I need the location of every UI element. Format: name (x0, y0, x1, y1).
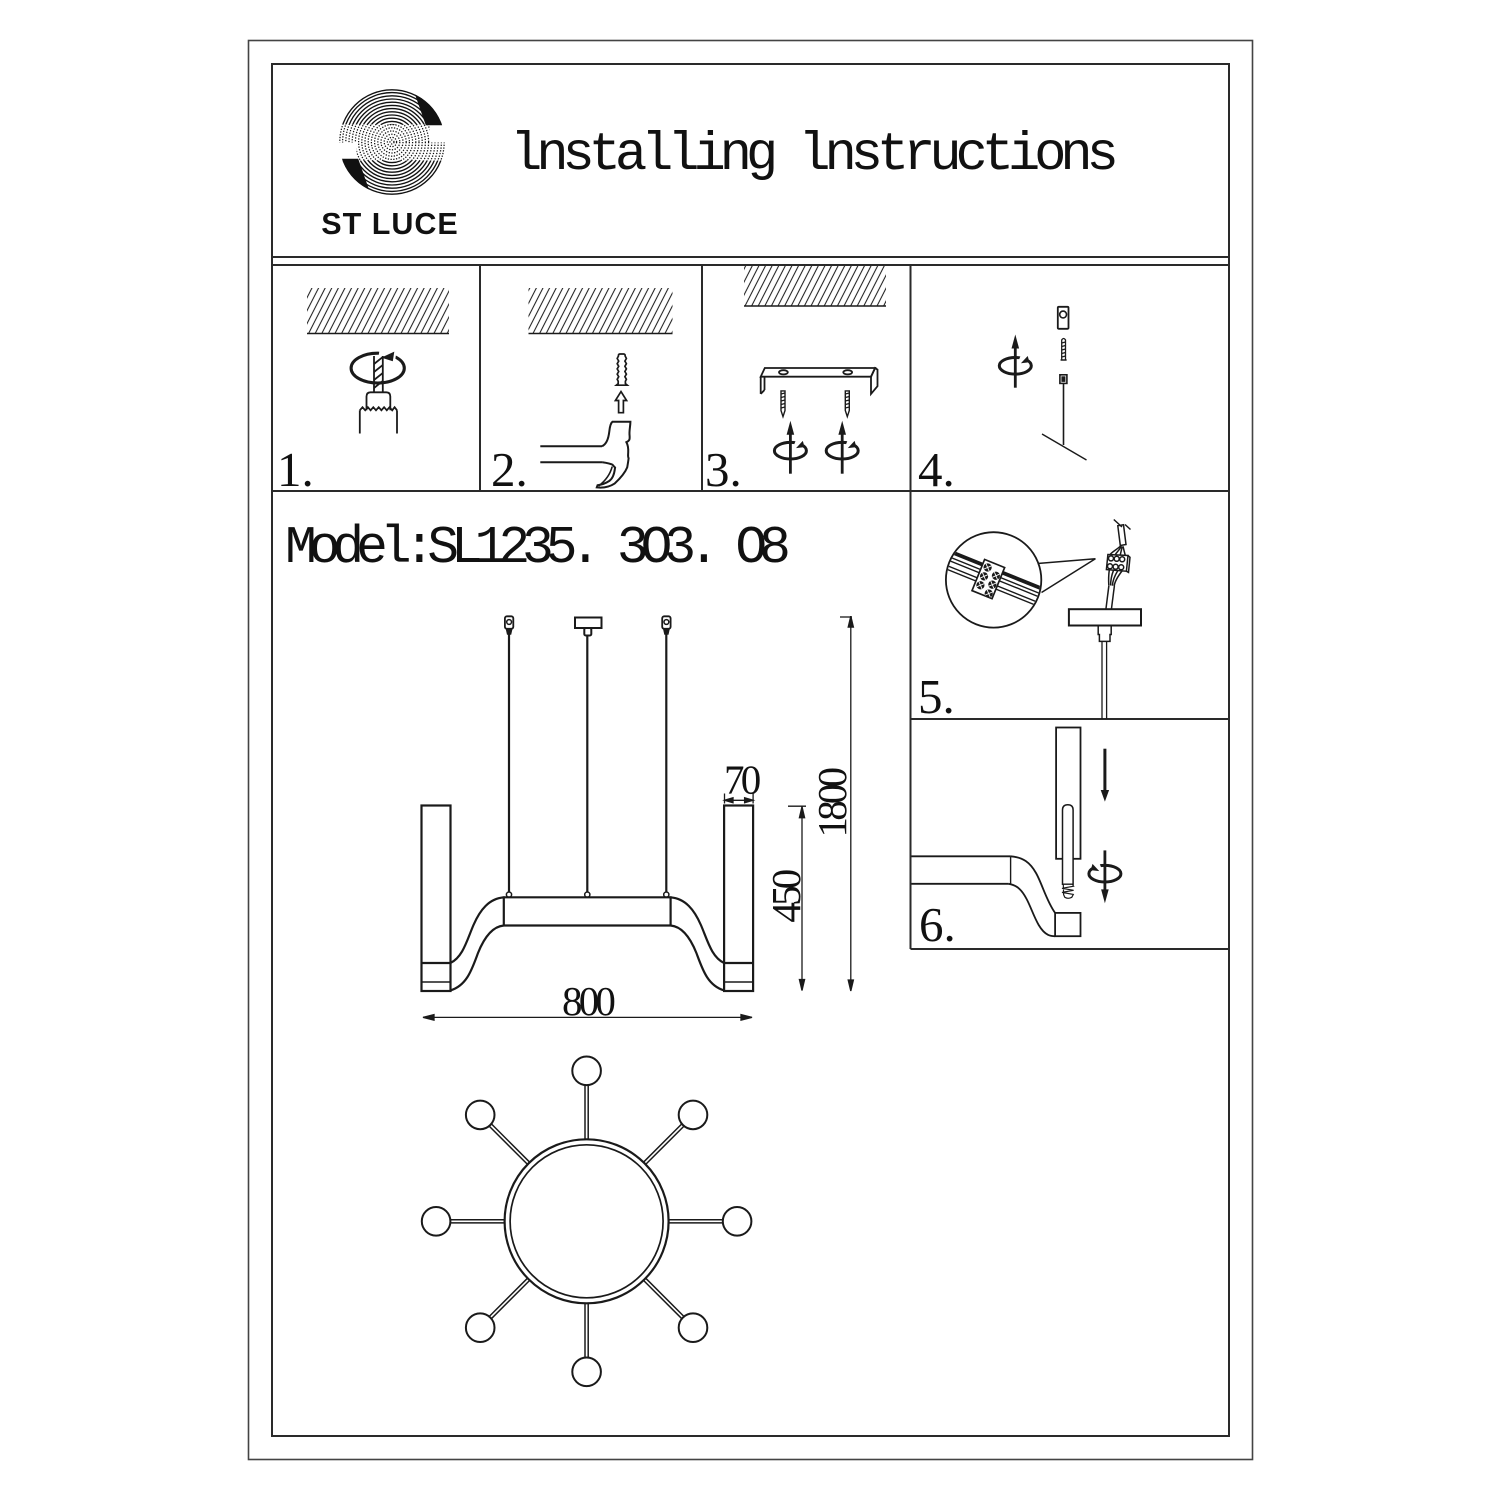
svg-text:3.: 3. (705, 442, 742, 497)
svg-text:5.: 5. (918, 669, 955, 724)
svg-text:800: 800 (562, 978, 614, 1024)
svg-text:450: 450 (763, 870, 809, 922)
svg-text:ST LUCE: ST LUCE (321, 207, 458, 241)
svg-text:2.: 2. (491, 442, 528, 497)
svg-text:4.: 4. (918, 442, 955, 497)
svg-text:1800: 1800 (809, 768, 855, 837)
svg-text:1.: 1. (277, 442, 314, 497)
svg-text:6.: 6. (919, 897, 956, 952)
svg-text:70: 70 (724, 757, 760, 803)
svg-text:Model:SL1235. 3O3. O8: Model:SL1235. 3O3. O8 (285, 518, 788, 578)
svg-text:lnstalling lnstructions: lnstalling lnstructions (510, 125, 1115, 186)
